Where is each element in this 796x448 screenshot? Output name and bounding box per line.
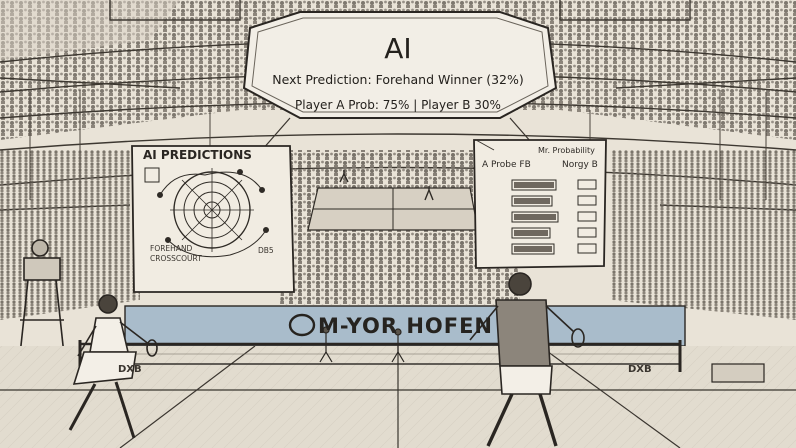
player-right: [469, 272, 585, 447]
right-panel-col-a: A Probe FB: [482, 160, 531, 170]
next-prediction: Next Prediction: Forehand Winner (32%): [272, 72, 524, 87]
court-floor: [0, 345, 796, 448]
right-panel-header: Mr. Probability: [538, 146, 595, 155]
player-left: [68, 294, 158, 439]
left-prediction-panel: [131, 145, 295, 293]
right-panel-col-b: Norgy B: [562, 160, 598, 170]
right-probability-panel: [473, 139, 607, 269]
banner-sponsor-text: M-YOR HOFEN: [318, 314, 494, 338]
left-panel-small: DB5: [258, 246, 274, 255]
scoreboard-frame: [242, 11, 558, 151]
banner-left-sign: DXB: [118, 364, 142, 375]
banner-right-sign: DXB: [628, 364, 652, 375]
scoreboard: AI Next Prediction: Forehand Winner (32%…: [238, 12, 558, 120]
left-panel-title: AI PREDICTIONS: [143, 148, 252, 162]
left-panel-note-1: FOREHAND: [150, 244, 193, 253]
player-probabilities: Player A Prob: 75% | Player B 30%: [295, 98, 501, 112]
left-panel-note-2: CROSSCOURT: [150, 254, 202, 263]
scoreboard-title: AI: [384, 32, 412, 65]
target-diagram: [157, 168, 269, 258]
